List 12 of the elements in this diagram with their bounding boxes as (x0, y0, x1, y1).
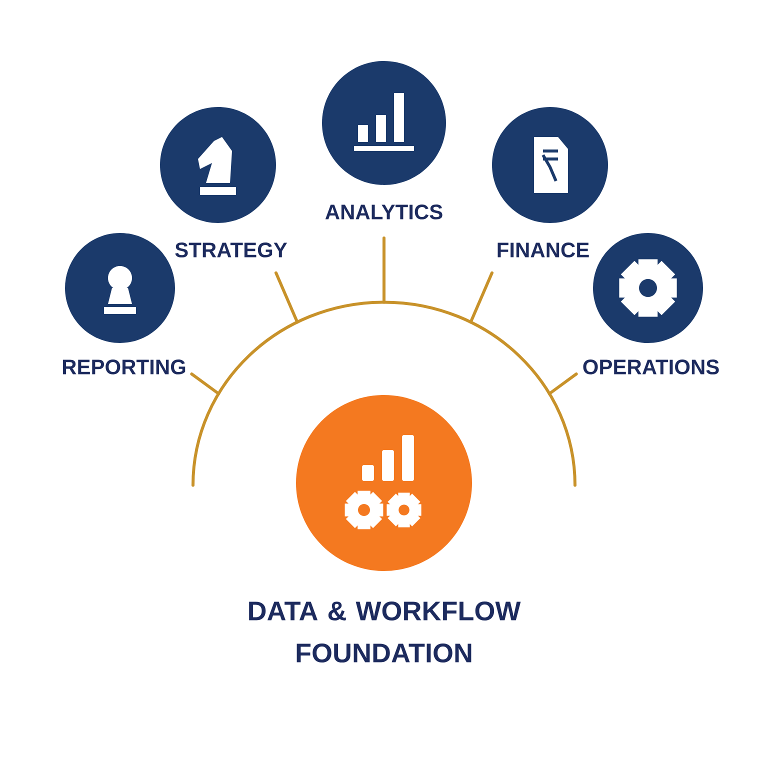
connector-line (548, 372, 578, 396)
category-label: REPORTING (63, 360, 186, 374)
connector-line (274, 271, 299, 324)
connector-line (382, 236, 386, 304)
category-label: FINANCE (498, 242, 589, 258)
connector-line (190, 372, 220, 396)
arc (192, 300, 576, 487)
category-label: STRATEGY (175, 242, 288, 258)
category-label: OPERATIONS (583, 360, 719, 374)
connector-line (469, 271, 494, 324)
category-label: ANALYTICS (325, 204, 442, 220)
foundation-label: DATA & WORKFLOW FOUNDATION (249, 601, 521, 663)
